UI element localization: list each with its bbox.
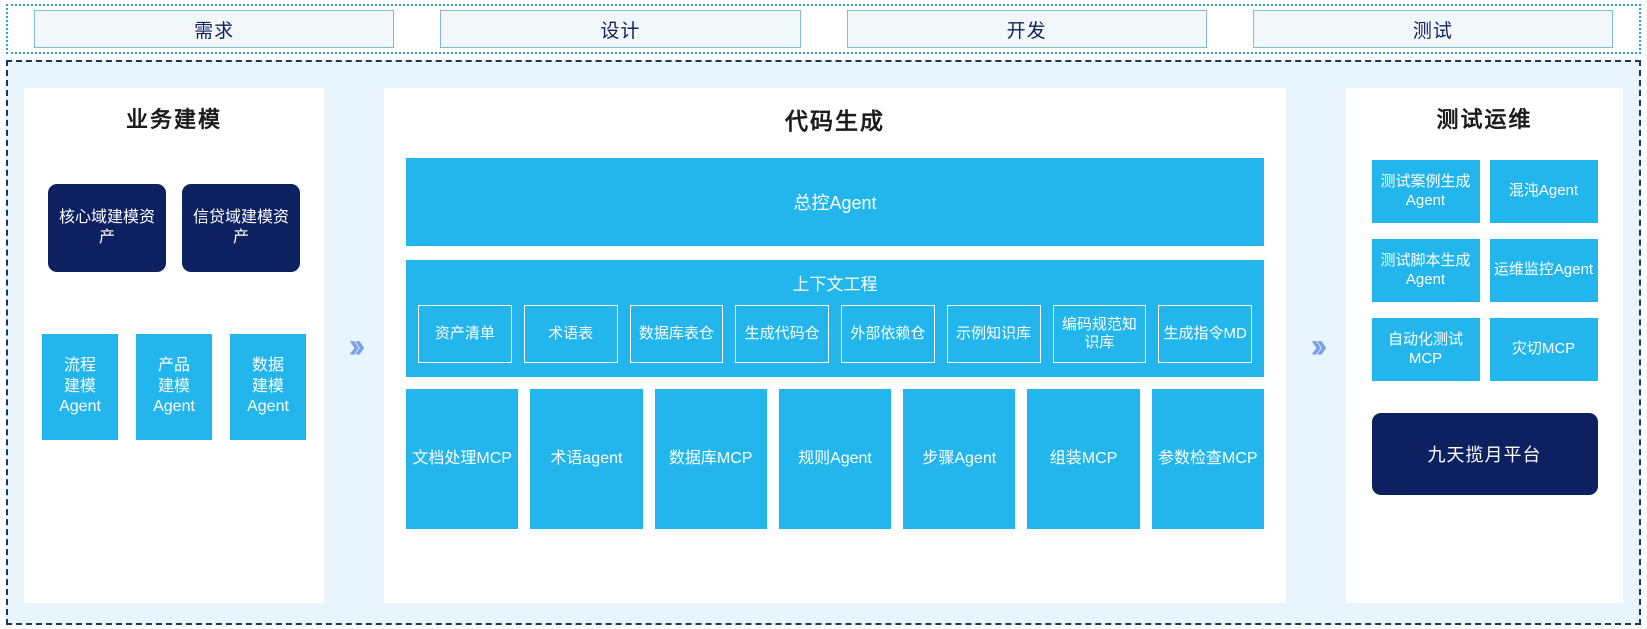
test-ops-box-label: 测试案例生成Agent: [1380, 172, 1471, 209]
tool-box-database-mcp[interactable]: 数据库MCP: [654, 389, 767, 529]
tool-box-label: 数据库MCP: [668, 449, 753, 467]
tool-box-parameter-check-mcp[interactable]: 参数检查MCP: [1151, 389, 1264, 529]
context-cell-coding-standard-kb[interactable]: 编码规范知识库: [1052, 305, 1147, 363]
master-agent-box[interactable]: 总控Agent: [406, 158, 1264, 246]
context-cell-label: 术语表: [548, 324, 594, 342]
phase-label: 需求: [194, 20, 235, 42]
test-ops-box-automated-test-mcp[interactable]: 自动化测试MCP: [1371, 318, 1480, 381]
context-cell-label: 外部依赖仓: [850, 324, 926, 342]
phase-label: 测试: [1412, 20, 1453, 42]
asset-box-core-domain[interactable]: 核心域建模资产: [48, 184, 166, 272]
tool-box-rule-agent[interactable]: 规则Agent: [778, 389, 892, 529]
context-cell-label: 资产清单: [434, 324, 495, 342]
test-ops-box-label: 自动化测试MCP: [1387, 330, 1463, 367]
master-agent-label: 总控Agent: [793, 193, 877, 213]
context-cell-row: 资产清单 术语表 数据库表仓 生成代码仓 外部依赖仓: [418, 305, 1252, 363]
context-cell-label: 示例知识库: [956, 324, 1032, 342]
test-ops-box-label: 测试脚本生成Agent: [1380, 251, 1471, 288]
context-cell-generated-code-repo[interactable]: 生成代码仓: [735, 305, 829, 363]
test-ops-box-test-case-generation-agent[interactable]: 测试案例生成Agent: [1371, 160, 1480, 223]
context-cell-glossary[interactable]: 术语表: [523, 305, 618, 363]
context-cell-example-knowledge-base[interactable]: 示例知识库: [946, 305, 1041, 363]
context-cell-label: 数据库表仓: [638, 324, 714, 342]
test-ops-box-ops-monitoring-agent[interactable]: 运维监控Agent: [1489, 239, 1598, 302]
panel-test-operations: 测试运维 测试案例生成Agent 混沌Agent 测试脚本生成Agent 运维监…: [1346, 88, 1623, 603]
phase-label: 设计: [600, 20, 641, 42]
platform-box-label: 九天揽月平台: [1427, 445, 1542, 465]
tool-box-label: 规则Agent: [798, 449, 872, 467]
tool-box-label: 组装MCP: [1049, 449, 1118, 467]
context-cell-db-table-repo[interactable]: 数据库表仓: [629, 305, 724, 363]
context-engineering-block: 上下文工程 资产清单 术语表 数据库表仓 生成代码仓: [406, 260, 1264, 377]
asset-box-row: 核心域建模资产 信贷域建模资产: [48, 184, 300, 272]
phase-box-design[interactable]: 设计: [440, 10, 801, 48]
context-cell-external-dependency-repo[interactable]: 外部依赖仓: [841, 305, 935, 363]
tool-box-row: 文档处理MCP 术语agent 数据库MCP 规则Agent 步骤Agent: [406, 389, 1264, 529]
context-cell-label: 编码规范知识库: [1061, 315, 1137, 351]
phase-box-development[interactable]: 开发: [846, 10, 1207, 48]
context-cell-label: 生成代码仓: [744, 324, 820, 342]
tool-box-label: 术语agent: [550, 449, 623, 467]
chevron-right-icon-2: ››: [1286, 88, 1346, 603]
tool-box-label: 参数检查MCP: [1158, 449, 1258, 467]
phase-box-requirements[interactable]: 需求: [34, 10, 395, 48]
test-ops-box-disaster-switch-mcp[interactable]: 灾切MCP: [1489, 318, 1598, 381]
panel-title: 业务建模: [125, 107, 222, 132]
test-ops-box-label: 混沌Agent: [1508, 182, 1579, 200]
asset-box-label: 核心域建模资产: [58, 209, 155, 246]
chevron-right-icon-1: ››: [324, 88, 384, 603]
context-cell-label: 生成指令MD: [1163, 324, 1247, 342]
tool-box-label: 步骤Agent: [922, 449, 997, 467]
tool-box-label: 文档处理MCP: [412, 449, 512, 467]
platform-box-jiutian-lanyue[interactable]: 九天揽月平台: [1371, 413, 1598, 495]
panel-code-generation: 代码生成 总控Agent 上下文工程 资产清单 术语表: [384, 88, 1286, 603]
asset-box-credit-domain[interactable]: 信贷域建模资产: [182, 184, 300, 272]
phase-box-testing[interactable]: 测试: [1252, 10, 1613, 48]
tool-box-document-processing-mcp[interactable]: 文档处理MCP: [406, 389, 519, 529]
test-ops-grid: 测试案例生成Agent 混沌Agent 测试脚本生成Agent 运维监控Agen…: [1371, 160, 1598, 381]
test-ops-box-chaos-agent[interactable]: 混沌Agent: [1489, 160, 1598, 223]
asset-box-label: 信贷域建模资产: [192, 209, 289, 246]
test-ops-box-label: 运维监控Agent: [1493, 261, 1594, 279]
panel-title: 代码生成: [785, 108, 885, 134]
chevron-glyph: ››: [348, 326, 365, 365]
chevron-glyph: ››: [1310, 326, 1327, 365]
tool-box-step-agent[interactable]: 步骤Agent: [903, 389, 1016, 529]
phase-label: 开发: [1006, 20, 1047, 42]
phase-strip: 需求 设计 开发 测试: [6, 4, 1641, 54]
context-cell-generation-instruction-md[interactable]: 生成指令MD: [1158, 305, 1252, 363]
test-ops-box-label: 灾切MCP: [1511, 340, 1576, 358]
context-engineering-title: 上下文工程: [792, 275, 878, 294]
test-ops-box-test-script-generation-agent[interactable]: 测试脚本生成Agent: [1371, 239, 1480, 302]
tool-box-glossary-agent[interactable]: 术语agent: [530, 389, 643, 529]
tool-box-assembly-mcp[interactable]: 组装MCP: [1027, 389, 1140, 529]
panel-title: 测试运维: [1436, 107, 1533, 132]
context-cell-asset-list[interactable]: 资产清单: [418, 305, 512, 363]
code-generation-body: 总控Agent 上下文工程 资产清单 术语表 数据库表仓: [384, 140, 1286, 529]
